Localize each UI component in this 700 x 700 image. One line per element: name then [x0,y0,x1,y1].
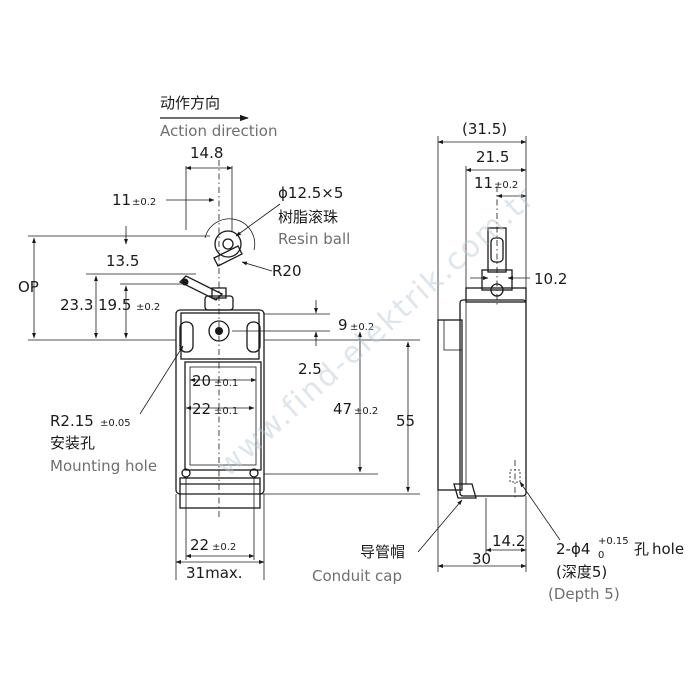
resin-ball-leader [235,203,281,237]
r20-leader [241,261,273,272]
mounting-hole-en: Mounting hole [50,457,157,475]
dim-19-5-tol: ±0.2 [136,302,160,313]
front-head [180,312,260,360]
lever-pivot [181,278,189,286]
front-window [184,361,262,471]
dim-31max: 31max. [186,564,243,582]
hole-tol-upper: +0.15 [598,536,629,547]
mounting-hole-right-top [246,321,261,353]
hole-tol-lower: 0 [598,550,604,561]
dim-31-5: (31.5) [462,120,507,138]
roller-arc [204,218,256,251]
dim-14-8: 14.8 [190,144,223,162]
dim-20: 20 [192,372,211,390]
dim-19-5: 19.5 [98,296,131,314]
side-roller [490,237,504,263]
side-hole [509,469,521,483]
dim-47: 47 [333,400,352,418]
hole-leader [519,481,561,541]
lever-arm [178,275,224,301]
dim-11-side-tol: ±0.2 [494,180,518,191]
front-window-inner [189,366,257,466]
dim-11-side: 11 [474,174,493,192]
mounting-hole-right-bottom [249,468,259,478]
dim-r2-15-tol: ±0.05 [100,418,131,429]
conduit-cap-en: Conduit cap [312,567,402,585]
hole-spec-en: hole [652,540,684,558]
dim-55: 55 [396,412,415,430]
dim-22-inner-tol: ±0.1 [214,406,238,417]
dim-9: 9 [338,316,348,334]
side-conduit-top [443,319,463,351]
action-direction-cn: 动作方向 [160,94,220,112]
resin-ball-cn: 树脂滚珠 [278,208,338,226]
dim-22-bottom: 22 [190,536,209,554]
dim-20-tol: ±0.1 [214,378,238,389]
mounting-hole-cn: 安装孔 [50,434,95,452]
dim-13-5: 13.5 [106,252,139,270]
hole-spec-cn: 孔 [634,540,649,558]
dim-23-3: 23.3 [60,296,93,314]
conduit-cap-leader [417,499,463,553]
dim-14-2: 14.2 [492,532,525,550]
dim-47-tol: ±0.2 [354,406,378,417]
resin-ball-en: Resin ball [278,230,350,248]
action-direction-en: Action direction [160,122,277,140]
roller-hub [222,238,234,250]
depth-cn: (深度5) [556,563,607,581]
side-body [459,299,527,497]
dim-op: OP [18,278,39,296]
dim-10-2: 10.2 [534,270,567,288]
depth-en: (Depth 5) [548,585,620,603]
roller [214,230,242,258]
mounting-hole-left-bottom [181,468,191,478]
dim-9-tol: ±0.2 [350,322,374,333]
dim-r20: R20 [272,262,302,280]
lever-upper [213,245,243,267]
dim-2-5: 2.5 [298,360,322,378]
dim-r2-15: R2.15 [50,412,94,430]
front-conduit-cap [179,477,261,509]
mounting-hole-leader [139,345,184,415]
resin-ball-spec: ϕ12.5×5 [278,184,343,202]
mounting-hole-left-top [179,321,194,353]
dim-22-bottom-tol: ±0.2 [212,542,236,553]
dim-11-tol: ±0.2 [132,197,156,208]
front-view [175,160,265,520]
conduit-cap-cn: 导管帽 [360,543,405,561]
dim-22-inner: 22 [192,400,211,418]
hole-spec-prefix: 2-ϕ4 [556,540,590,558]
dim-21-5: 21.5 [476,148,509,166]
dim-30: 30 [472,550,491,568]
dim-11: 11 [112,191,131,209]
side-view [437,186,527,500]
side-conduit-block [437,319,463,491]
side-conduit-cap [453,483,477,499]
